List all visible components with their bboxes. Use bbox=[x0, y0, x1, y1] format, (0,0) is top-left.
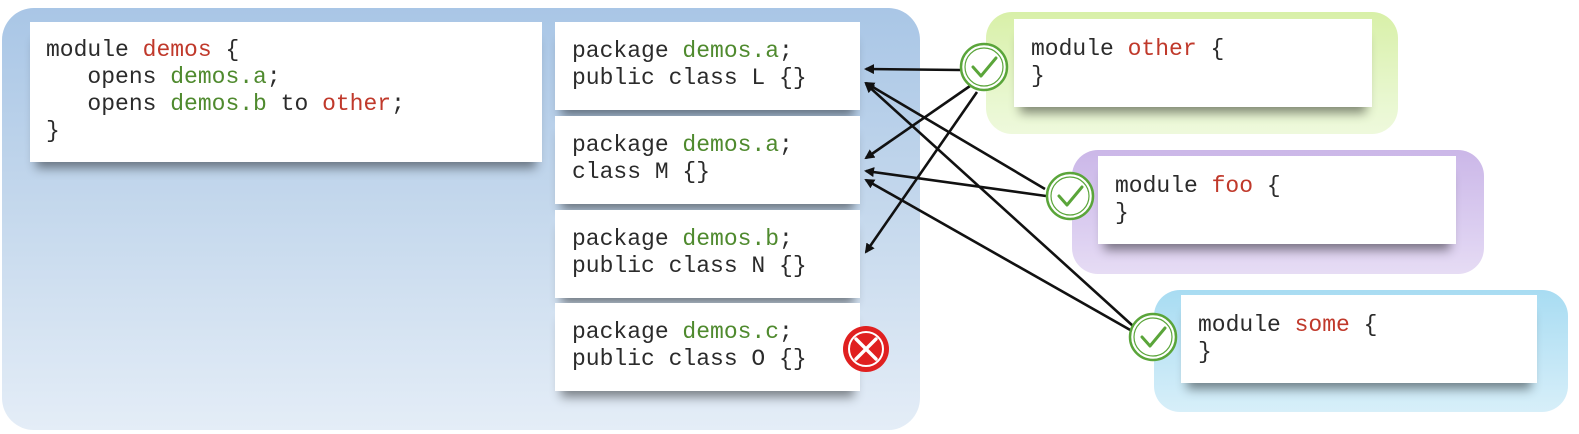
check-icon bbox=[1128, 312, 1178, 362]
some-module-declaration: module some { } bbox=[1181, 295, 1537, 383]
semicolon: ; bbox=[779, 319, 793, 345]
check-icon bbox=[1045, 171, 1095, 221]
package-card-M: package demos.a; class M {} bbox=[555, 116, 860, 204]
semicolon: ; bbox=[391, 91, 405, 117]
arrow-some-to-L bbox=[864, 82, 1134, 327]
package-keyword: package bbox=[572, 132, 683, 158]
close-brace: } bbox=[1198, 339, 1212, 365]
package-keyword: package bbox=[572, 38, 683, 64]
arrow-other-to-N bbox=[864, 91, 979, 254]
opened-package-b: demos.b bbox=[170, 91, 267, 117]
arrow-foo-to-L bbox=[864, 81, 1046, 191]
arrow-foo-to-M bbox=[864, 167, 1047, 198]
blocked-icon bbox=[843, 326, 889, 372]
keyword-module: module bbox=[1198, 312, 1295, 338]
package-name: demos.a bbox=[682, 38, 780, 64]
arrow-other-to-L bbox=[864, 64, 961, 75]
keyword-module: module bbox=[1031, 36, 1128, 62]
to-keyword: to bbox=[266, 91, 323, 117]
opens-keyword: opens bbox=[46, 64, 171, 90]
semicolon: ; bbox=[266, 64, 281, 90]
arrow-other-to-M bbox=[864, 84, 971, 160]
foo-module-declaration: module foo { } bbox=[1098, 156, 1456, 244]
open-brace: { bbox=[1349, 312, 1378, 338]
package-name: demos.a bbox=[682, 132, 780, 158]
open-brace: { bbox=[211, 37, 240, 63]
package-keyword: package bbox=[572, 226, 683, 252]
close-brace: } bbox=[1115, 200, 1129, 226]
target-module-other: other bbox=[322, 91, 392, 117]
module-name-other: other bbox=[1127, 36, 1197, 62]
class-declaration: public class O {} bbox=[572, 346, 807, 372]
package-name: demos.c bbox=[682, 319, 780, 345]
module-name-demos: demos bbox=[142, 37, 212, 63]
semicolon: ; bbox=[779, 226, 793, 252]
module-name-foo: foo bbox=[1211, 173, 1254, 199]
semicolon: ; bbox=[779, 38, 793, 64]
semicolon: ; bbox=[779, 132, 793, 158]
package-keyword: package bbox=[572, 319, 683, 345]
keyword-module: module bbox=[46, 37, 129, 63]
other-module-declaration: module other { } bbox=[1014, 19, 1372, 107]
keyword-module: module bbox=[1115, 173, 1212, 199]
package-name: demos.b bbox=[682, 226, 780, 252]
class-declaration: public class N {} bbox=[572, 253, 807, 279]
package-card-L: package demos.a; public class L {} bbox=[555, 22, 860, 110]
class-declaration: class M {} bbox=[572, 159, 711, 185]
opened-package-a: demos.a bbox=[170, 64, 267, 90]
package-card-N: package demos.b; public class N {} bbox=[555, 210, 860, 298]
close-brace: } bbox=[1031, 63, 1045, 89]
module-name-some: some bbox=[1294, 312, 1350, 338]
open-brace: { bbox=[1196, 36, 1225, 62]
package-card-O: package demos.c; public class O {} bbox=[555, 303, 860, 391]
demos-module-declaration: module demos { opens demos.a; opens demo… bbox=[30, 22, 542, 162]
open-brace: { bbox=[1253, 173, 1281, 199]
check-icon bbox=[959, 42, 1009, 92]
arrow-some-to-M bbox=[864, 178, 1133, 333]
close-brace: } bbox=[46, 118, 60, 144]
class-declaration: public class L {} bbox=[572, 65, 807, 91]
opens-keyword: opens bbox=[46, 91, 171, 117]
